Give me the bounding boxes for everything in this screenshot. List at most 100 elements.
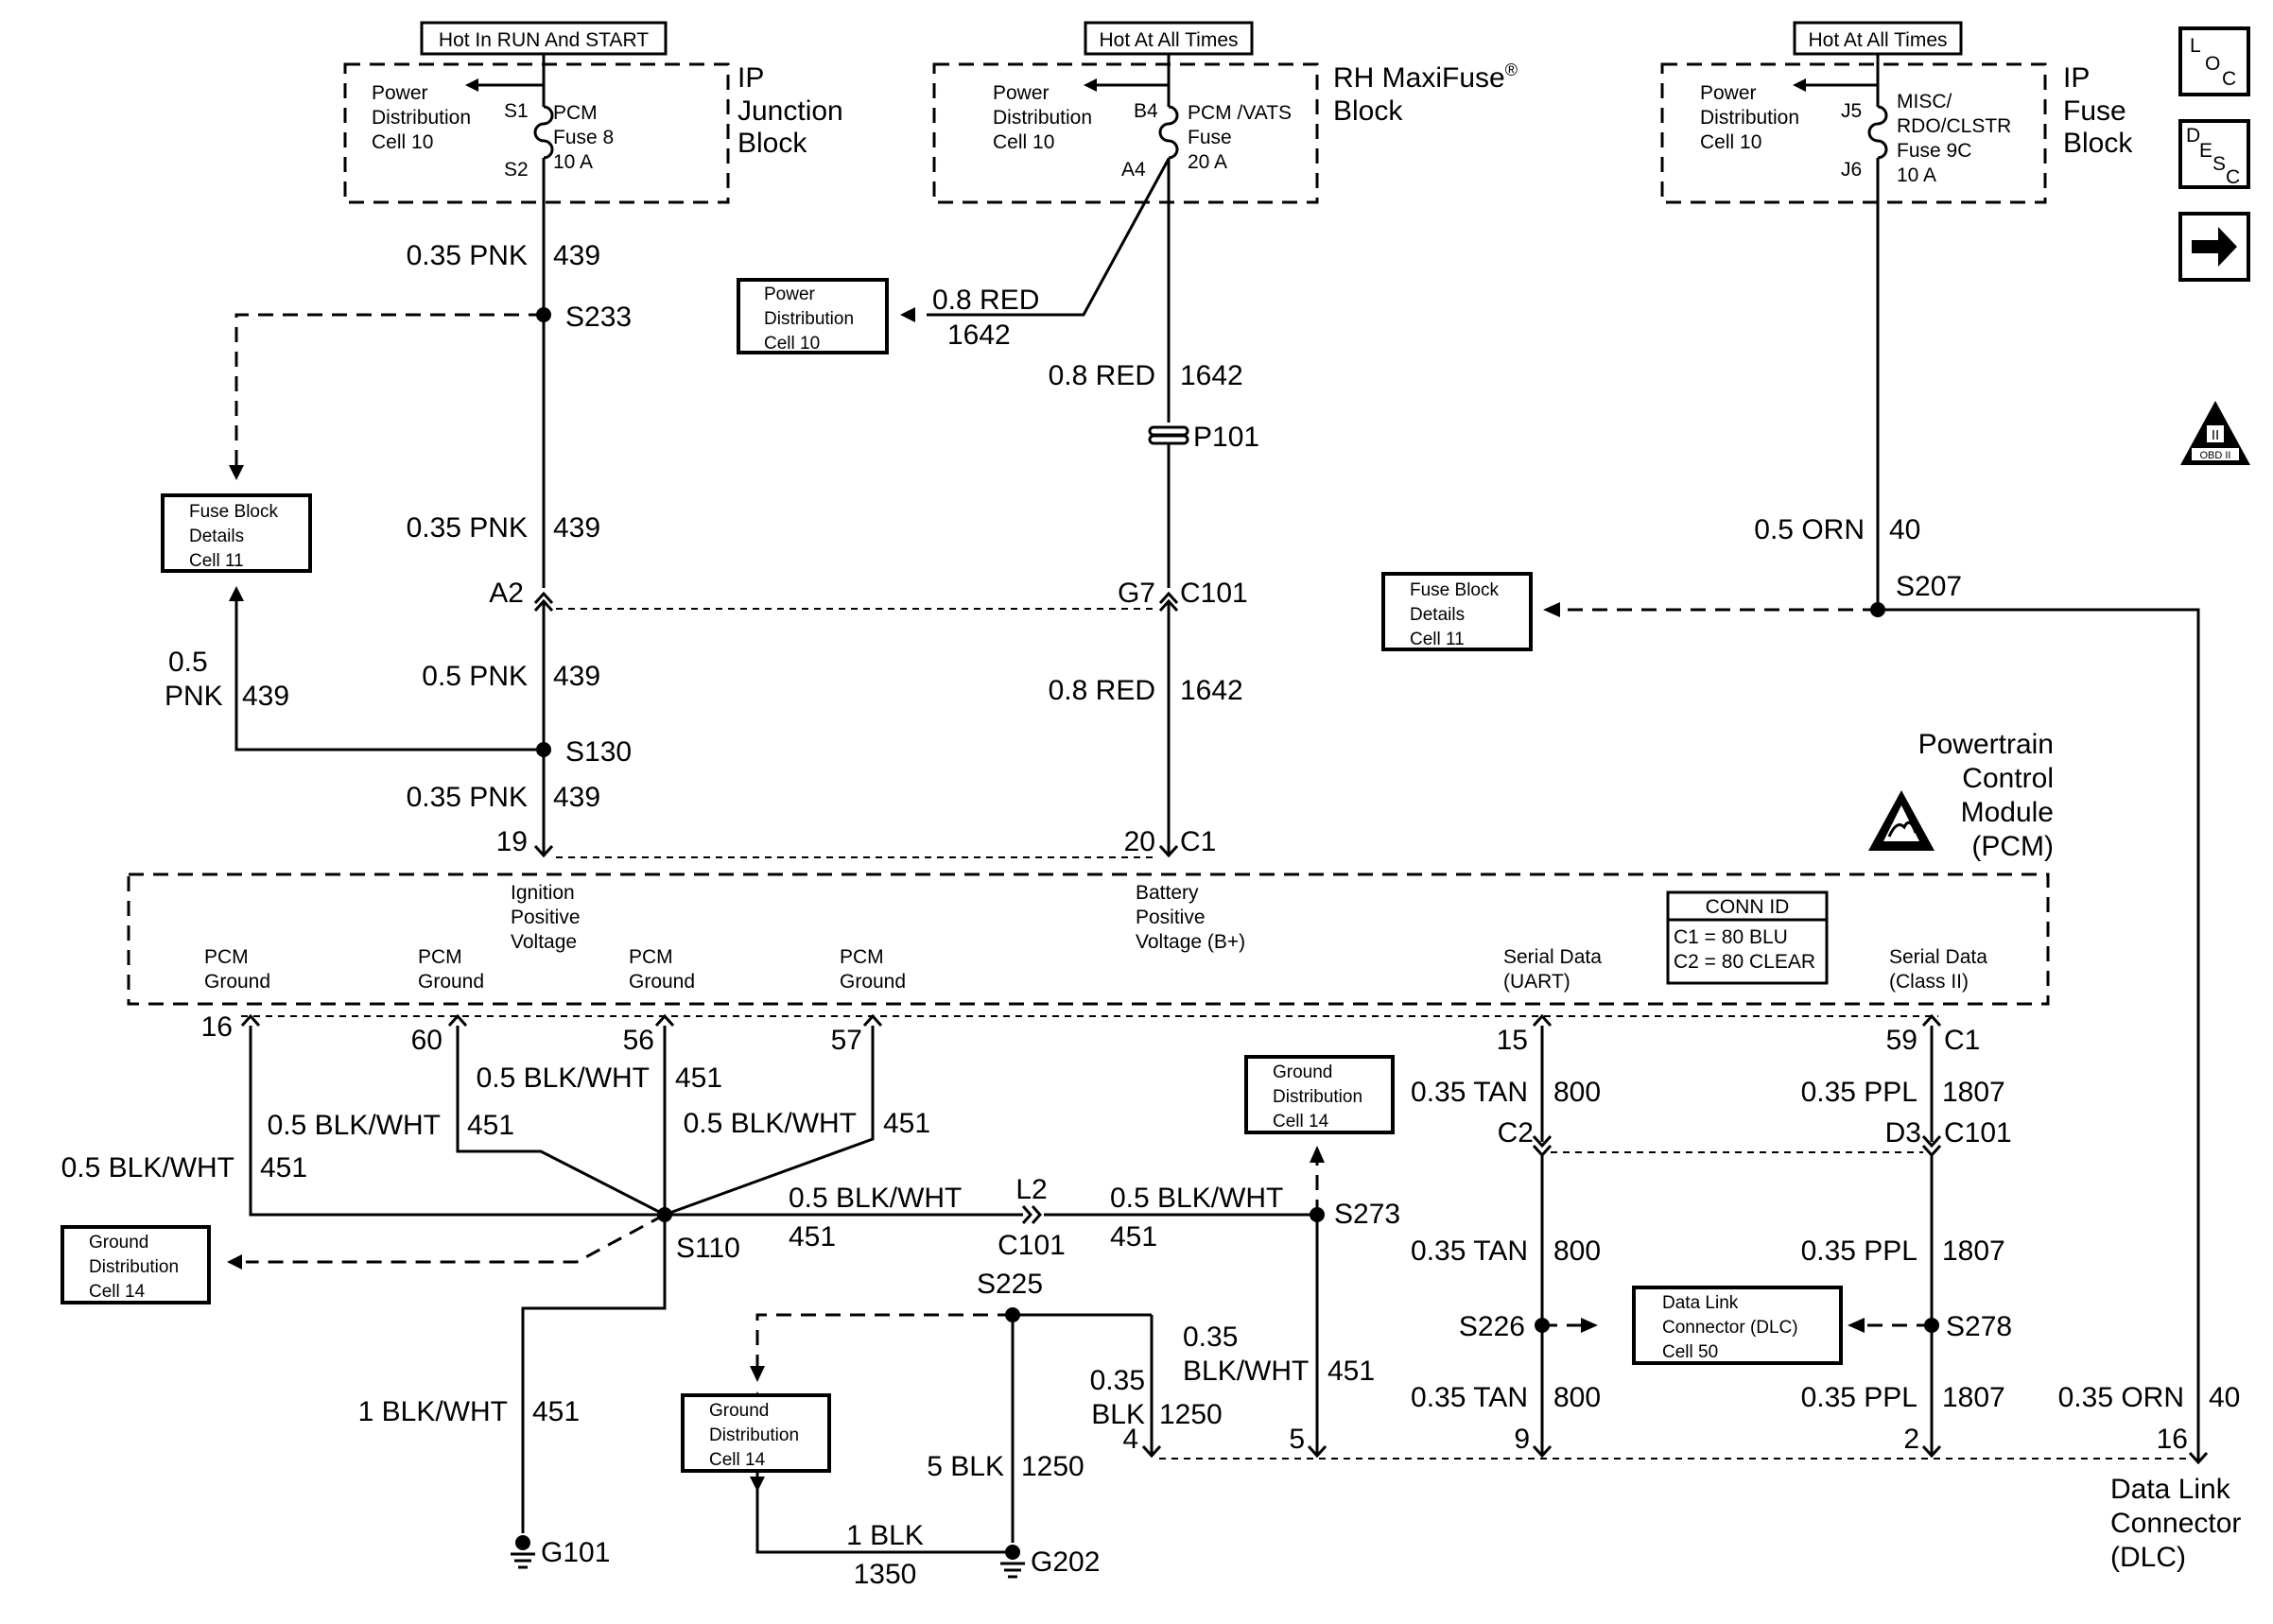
svg-text:1642: 1642 xyxy=(1180,675,1243,706)
svg-text:Distribution: Distribution xyxy=(764,309,854,329)
svg-text:1807: 1807 xyxy=(1942,1077,2005,1108)
svg-text:OBD II: OBD II xyxy=(2199,450,2230,461)
svg-text:0.5 BLK/WHT: 0.5 BLK/WHT xyxy=(684,1108,857,1139)
svg-text:0.35 PPL: 0.35 PPL xyxy=(1801,1382,1917,1413)
svg-text:Block: Block xyxy=(2063,128,2133,159)
svg-text:20 A: 20 A xyxy=(1188,151,1227,173)
hot-all-times-label-1: Hot At All Times xyxy=(1084,21,1254,56)
svg-text:0.35 PNK: 0.35 PNK xyxy=(407,782,528,813)
location-icon[interactable]: L O C xyxy=(2178,26,2250,96)
svg-text:Distribution: Distribution xyxy=(89,1257,179,1277)
splice-s233-label: S233 xyxy=(565,302,632,333)
svg-text:0.8 RED: 0.8 RED xyxy=(1049,360,1155,391)
svg-text:C: C xyxy=(2222,68,2236,90)
svg-text:Cell 11: Cell 11 xyxy=(1410,630,1465,649)
svg-text:Ground: Ground xyxy=(204,971,270,993)
obd-ii-icon: II OBD II xyxy=(2180,401,2250,465)
svg-text:5 BLK: 5 BLK xyxy=(927,1451,1004,1482)
svg-text:0.5 PNK: 0.5 PNK xyxy=(422,661,528,692)
svg-text:15: 15 xyxy=(1497,1025,1528,1056)
svg-text:A2: A2 xyxy=(489,578,524,609)
svg-text:Voltage: Voltage xyxy=(511,931,577,953)
svg-text:Junction: Junction xyxy=(737,95,843,127)
svg-text:0.35: 0.35 xyxy=(1183,1322,1238,1353)
fuse-block-details-box-2[interactable]: Fuse Block Details Cell 11 xyxy=(1381,572,1533,651)
svg-text:Cell 10: Cell 10 xyxy=(1700,131,1761,153)
svg-text:PNK: PNK xyxy=(165,681,223,712)
fuse-block-details-box-1[interactable]: Fuse Block Details Cell 11 xyxy=(161,493,312,573)
svg-text:Fuse Block: Fuse Block xyxy=(189,502,278,522)
svg-text:0.35 PNK: 0.35 PNK xyxy=(407,512,528,544)
svg-text:0.5 BLK/WHT: 0.5 BLK/WHT xyxy=(789,1183,962,1214)
pcm-vats-fuse: B4 A4 PCM /VATS Fuse 20 A xyxy=(1121,64,1292,202)
svg-text:0.35 PNK: 0.35 PNK xyxy=(407,240,528,271)
svg-text:D: D xyxy=(2186,125,2200,147)
svg-text:RDO/CLSTR: RDO/CLSTR xyxy=(1897,115,2011,137)
svg-text:Distribution: Distribution xyxy=(993,107,1092,129)
svg-text:Control: Control xyxy=(1962,763,2054,794)
svg-text:Power: Power xyxy=(993,82,1050,104)
svg-text:0.5 BLK/WHT: 0.5 BLK/WHT xyxy=(477,1063,650,1094)
pcm-title: Powertrain Control Module (PCM) xyxy=(1918,729,2054,862)
svg-text:Details: Details xyxy=(189,527,244,546)
svg-text:Ground: Ground xyxy=(89,1233,148,1253)
svg-text:439: 439 xyxy=(553,240,600,271)
svg-text:S2: S2 xyxy=(504,159,529,181)
svg-text:MISC/: MISC/ xyxy=(1897,91,1952,112)
svg-text:(PCM): (PCM) xyxy=(1971,831,2054,862)
svg-text:800: 800 xyxy=(1553,1077,1601,1108)
svg-text:439: 439 xyxy=(553,782,600,813)
svg-text:II: II xyxy=(2212,427,2219,443)
splice-s110-label: S110 xyxy=(676,1233,740,1264)
power-dist-box[interactable]: Power Distribution Cell 10 xyxy=(737,278,889,354)
svg-text:J5: J5 xyxy=(1841,100,1862,122)
svg-text:Fuse 8: Fuse 8 xyxy=(553,127,614,148)
power-dist-ref-1: Power Distribution Cell 10 xyxy=(372,82,471,153)
wire-labels-1642: 0.8 RED 1642 0.8 RED 1642 0.8 RED 1642 xyxy=(932,285,1243,706)
svg-text:Voltage (B+): Voltage (B+) xyxy=(1136,931,1245,953)
description-icon[interactable]: D E S C xyxy=(2178,119,2250,189)
svg-text:Block: Block xyxy=(1333,95,1403,127)
ground-dist-box-2[interactable]: Ground Distribution Cell 14 xyxy=(1244,1055,1395,1134)
svg-text:451: 451 xyxy=(675,1063,722,1094)
ground-dist-box-3[interactable]: Ground Distribution Cell 14 xyxy=(681,1393,831,1473)
svg-text:451: 451 xyxy=(883,1108,930,1139)
svg-text:0.5 BLK/WHT: 0.5 BLK/WHT xyxy=(61,1152,234,1183)
ip-fuse-block-outline xyxy=(1660,62,2047,204)
pcm-bottom-pins: 16 60 56 57 15 59 C1 xyxy=(201,1011,1981,1056)
splice-s207-label: S207 xyxy=(1896,571,1962,602)
svg-text:Serial Data: Serial Data xyxy=(1889,946,1987,968)
svg-text:59: 59 xyxy=(1886,1025,1917,1056)
svg-text:0.8 RED: 0.8 RED xyxy=(932,285,1039,316)
svg-text:451: 451 xyxy=(789,1221,836,1253)
svg-text:0.35 PPL: 0.35 PPL xyxy=(1801,1235,1917,1267)
svg-text:O: O xyxy=(2205,53,2220,75)
svg-text:E: E xyxy=(2199,140,2212,162)
svg-text:Power: Power xyxy=(372,82,428,104)
pcm-module-outline xyxy=(127,872,2050,1006)
svg-text:Cell 14: Cell 14 xyxy=(89,1282,146,1302)
svg-text:C101: C101 xyxy=(998,1230,1066,1261)
svg-text:10 A: 10 A xyxy=(553,151,593,173)
svg-text:1250: 1250 xyxy=(1021,1451,1084,1482)
dlc-ref-box[interactable]: Data Link Connector (DLC) Cell 50 xyxy=(1632,1286,1843,1365)
ground-dist-box-1[interactable]: Ground Distribution Cell 14 xyxy=(61,1225,211,1304)
next-arrow-icon[interactable] xyxy=(2178,212,2250,282)
wire-labels-serial: 0.35 TAN 800 0.35 TAN 800 0.35 TAN 800 0… xyxy=(1411,1077,2012,1413)
svg-text:57: 57 xyxy=(831,1025,862,1056)
svg-text:60: 60 xyxy=(411,1025,442,1056)
svg-text:451: 451 xyxy=(532,1396,580,1427)
svg-text:C2 = 80 CLEAR: C2 = 80 CLEAR xyxy=(1674,951,1815,973)
power-dist-ref-2: Power Distribution Cell 10 xyxy=(993,82,1092,153)
svg-text:D3: D3 xyxy=(1885,1117,1921,1149)
svg-text:Cell 10: Cell 10 xyxy=(372,131,433,153)
svg-text:Serial Data: Serial Data xyxy=(1503,946,1602,968)
svg-text:Hot At All Times: Hot At All Times xyxy=(1808,29,1947,51)
svg-text:(Class II): (Class II) xyxy=(1889,971,1969,993)
svg-text:Cell 10: Cell 10 xyxy=(764,334,820,354)
svg-text:BLK/WHT: BLK/WHT xyxy=(1183,1356,1309,1387)
svg-text:0.35: 0.35 xyxy=(1090,1365,1145,1396)
conn-id-box: CONN ID C1 = 80 BLU C2 = 80 CLEAR xyxy=(1666,890,1829,985)
svg-text:PCM: PCM xyxy=(840,946,884,968)
